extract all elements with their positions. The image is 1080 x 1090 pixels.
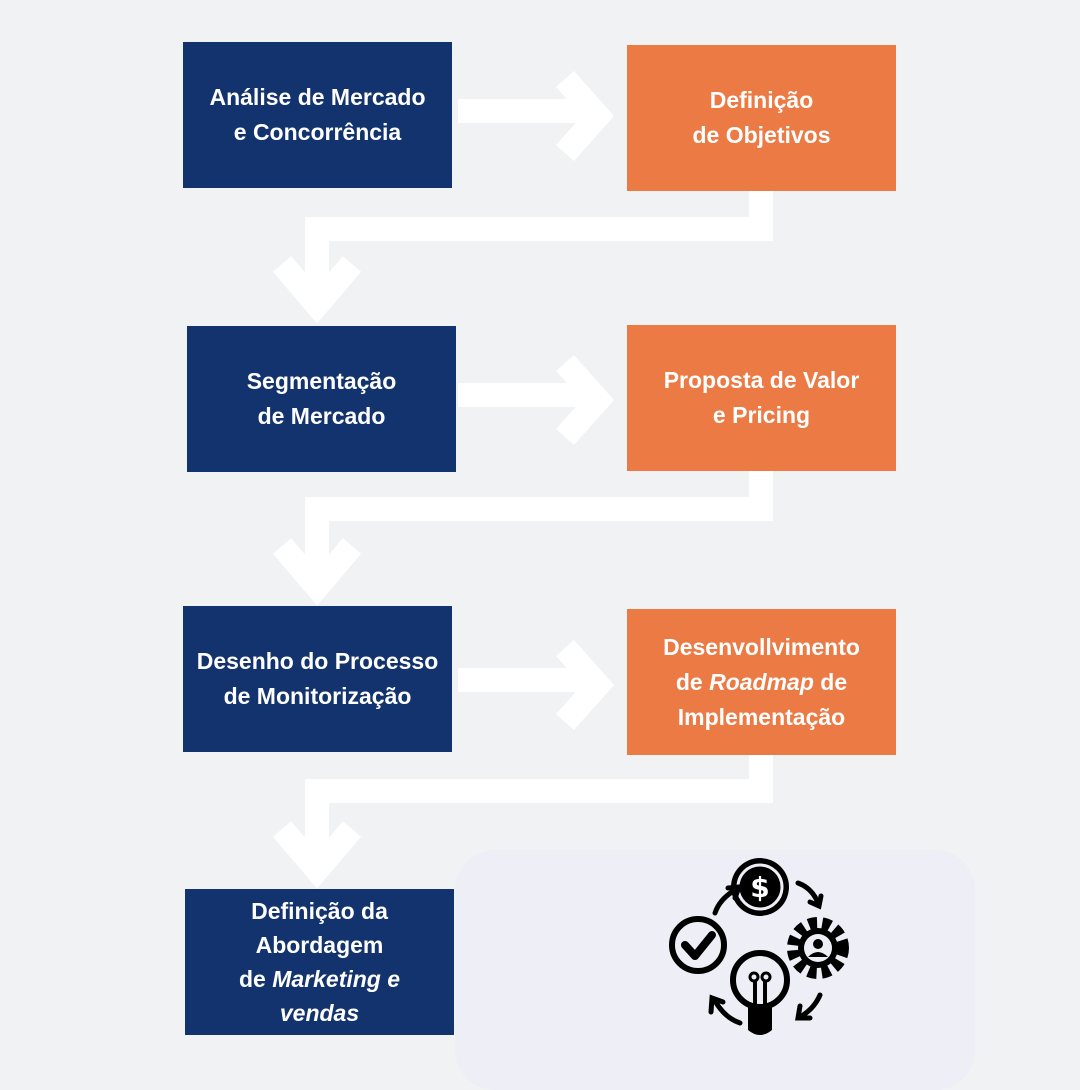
step-label: e Pricing xyxy=(712,402,811,428)
step-label: Segmentação xyxy=(246,368,397,394)
step-desenho-processo: Desenho do Processo de Monitorização xyxy=(183,606,452,752)
step-label: de Mercado xyxy=(257,403,386,429)
text: de xyxy=(238,966,273,992)
lightbulb-icon xyxy=(730,950,790,1035)
step-segmentacao: Segmentação de Mercado xyxy=(187,326,456,472)
step-definicao-objetivos: Definição de Objetivos xyxy=(627,45,896,191)
step-label: de Marketing e xyxy=(239,962,400,996)
connector-3 xyxy=(272,754,773,889)
text: de xyxy=(813,668,848,695)
step-label: Definição xyxy=(709,87,814,113)
checkmark-icon xyxy=(669,916,727,974)
cycle-arrows-icon xyxy=(708,880,824,1026)
business-cycle-icon: $ xyxy=(669,858,849,1035)
gear-user-icon xyxy=(787,917,849,979)
step-label: vendas xyxy=(239,996,400,1030)
step-analise-mercado: Análise de Mercado e Concorrência xyxy=(183,42,452,188)
text-italic: Marketing e xyxy=(272,966,401,992)
svg-text:$: $ xyxy=(750,871,769,904)
icon-panel xyxy=(455,850,975,1090)
step-label: Definição da xyxy=(251,898,388,924)
step-label: Desenvollvimento xyxy=(663,633,860,660)
arrow-right-1 xyxy=(458,71,615,161)
connector-2 xyxy=(272,470,773,606)
arrow-right-3 xyxy=(458,640,615,730)
step-roadmap: Desenvollvimento de Roadmap de Implement… xyxy=(627,609,896,755)
text: de xyxy=(675,668,710,695)
step-label: Implementação xyxy=(677,703,846,730)
step-label: Desenho do Processo xyxy=(196,648,439,674)
step-label: de Roadmap de xyxy=(663,665,860,700)
text-italic: vendas xyxy=(279,1000,360,1026)
step-label: Proposta de Valor xyxy=(663,367,860,393)
step-label: Análise de Mercado xyxy=(209,84,426,110)
connector-1 xyxy=(272,190,773,324)
step-label: de Objetivos xyxy=(692,122,831,148)
step-abordagem-marketing: Definição da Abordagem de Marketing e ve… xyxy=(185,889,454,1035)
step-label: de Monitorização xyxy=(223,683,412,709)
arrow-right-2 xyxy=(458,355,615,445)
step-label: Abordagem xyxy=(255,932,384,958)
text-italic: Roadmap xyxy=(709,668,814,695)
step-label: e Concorrência xyxy=(233,119,402,145)
step-proposta-valor: Proposta de Valor e Pricing xyxy=(627,325,896,471)
